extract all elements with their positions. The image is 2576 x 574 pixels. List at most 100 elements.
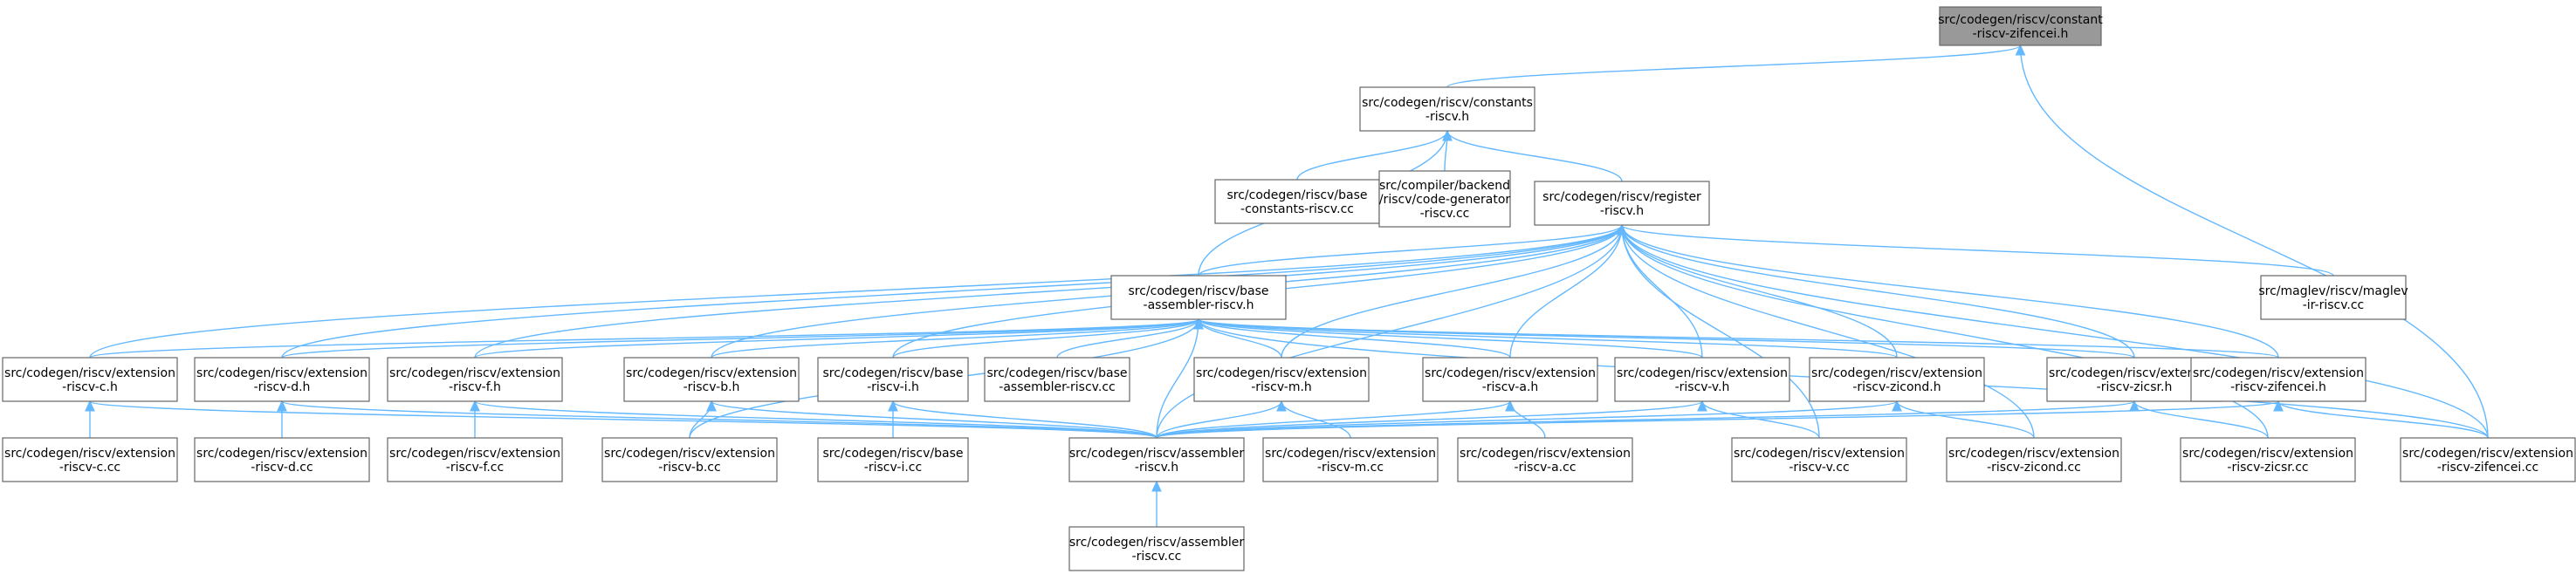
node-label-line: src/codegen/riscv/extension (2402, 447, 2573, 461)
node-box (1359, 86, 1535, 132)
graph-node-n1[interactable]: src/codegen/riscv/constants-riscv.h (1359, 86, 1535, 132)
edge-n24-to-n10 (706, 400, 1157, 439)
edge-n24-to-n8 (277, 400, 1157, 439)
node-box (1939, 6, 2102, 46)
node-box (387, 357, 563, 402)
edge-n16-to-n5 (1193, 318, 1898, 359)
node-box (1262, 437, 1439, 482)
graph-node-n24[interactable]: src/codegen/riscv/assembler-riscv.h (1068, 437, 1245, 482)
node-box (1534, 181, 1710, 226)
edge-n6-to-n4 (1617, 223, 2334, 277)
edge-n15-to-n5 (1193, 318, 1703, 359)
edge-n24-to-n13 (1156, 400, 1287, 439)
graph-node-n16[interactable]: src/codegen/riscv/extension-riscv-zicond… (1809, 357, 1985, 402)
node-label-line: src/codegen/riscv/base (1226, 188, 1367, 202)
node-label-line: -riscv-zicond.h (1852, 380, 1941, 394)
node-label-line: src/codegen/riscv/extension (1460, 447, 1631, 461)
node-box (601, 437, 778, 482)
graph-node-n5[interactable]: src/codegen/riscv/base-assembler-riscv.h (1110, 275, 1287, 320)
graph-node-n17[interactable]: src/codegen/riscv/extension-riscv-zicsr.… (2046, 357, 2222, 402)
graph-node-n0[interactable]: src/codegen/riscv/constant-riscv-zifence… (1938, 6, 2103, 46)
node-box (2190, 357, 2366, 402)
node-box (1614, 357, 1790, 402)
node-label-line: -riscv-f.h (449, 380, 501, 394)
graph-node-n27[interactable]: src/codegen/riscv/extension-riscv-v.cc (1731, 437, 1907, 482)
node-label-line: -riscv.cc (1420, 207, 1470, 221)
graph-node-n29[interactable]: src/codegen/riscv/extension-riscv-zicsr.… (2180, 437, 2356, 482)
node-box (817, 437, 969, 482)
edge-n7-to-n5 (89, 318, 1204, 359)
graph-node-n31[interactable]: src/codegen/riscv/assembler-riscv.cc (1068, 526, 1245, 571)
graph-node-n13[interactable]: src/codegen/riscv/extension-riscv-m.h (1193, 357, 1370, 402)
node-label-line: src/maglev/riscv/maglev (2258, 284, 2408, 298)
graph-node-n21[interactable]: src/codegen/riscv/extension-riscv-f.cc (387, 437, 563, 482)
graph-node-n7[interactable]: src/codegen/riscv/extension-riscv-c.h (2, 357, 178, 402)
graph-node-n23[interactable]: src/codegen/riscv/base-riscv-i.cc (817, 437, 969, 482)
node-label-line: -riscv-c.cc (59, 461, 120, 475)
edge-n29-to-n4 (1617, 223, 2269, 439)
edge-n31-to-n24 (1151, 480, 1162, 528)
graph-node-n11[interactable]: src/codegen/riscv/base-riscv-i.h (817, 357, 969, 402)
node-label-line: -riscv-zicsr.cc (2227, 461, 2308, 475)
graph-node-n30[interactable]: src/codegen/riscv/extension-riscv-zifenc… (2400, 437, 2576, 482)
node-label-line: src/codegen/riscv/extension (389, 366, 560, 380)
graph-node-n2[interactable]: src/codegen/riscv/base-constants-riscv.c… (1214, 179, 1380, 224)
node-label-line: src/codegen/riscv/assembler (1069, 536, 1244, 550)
edge-n30-to-n0 (2015, 44, 2489, 439)
node-label-line: -riscv.h (1600, 204, 1644, 218)
edge-n17-to-n5 (1193, 318, 2135, 359)
node-box (1457, 437, 1633, 482)
edge-n28-to-n16 (1892, 400, 2035, 439)
edge-n1-to-n0 (1446, 44, 2026, 88)
node-label-line: -riscv-zifencei.cc (2437, 461, 2538, 475)
edge-n24-to-n15 (1156, 400, 1707, 439)
graph-node-n4[interactable]: src/codegen/riscv/register-riscv.h (1534, 181, 1710, 226)
graph-node-n10[interactable]: src/codegen/riscv/extension-riscv-b.h (623, 357, 800, 402)
node-box (623, 357, 800, 402)
edge-n24-to-n16 (1156, 400, 1902, 439)
node-label-line: src/codegen/riscv/extension (1948, 447, 2119, 461)
node-label-line: src/codegen/riscv/extension (1811, 366, 1982, 380)
edges-layer (85, 44, 2489, 528)
edge-n29-to-n17 (2129, 400, 2269, 439)
graph-node-n19[interactable]: src/codegen/riscv/extension-riscv-c.cc (2, 437, 178, 482)
edge-n24-to-n18 (1156, 400, 2284, 439)
graph-node-n14[interactable]: src/codegen/riscv/extension-riscv-a.h (1422, 357, 1598, 402)
node-label-line: src/codegen/riscv/extension (1265, 447, 1436, 461)
graph-node-n12[interactable]: src/codegen/riscv/base-assembler-riscv.c… (984, 357, 1130, 402)
node-label-line: src/codegen/riscv/register (1542, 190, 1701, 204)
node-label-line: -riscv.h (1135, 461, 1178, 475)
node-label-line: src/codegen/riscv/constant (1938, 13, 2103, 27)
graph-node-n20[interactable]: src/codegen/riscv/extension-riscv-d.cc (194, 437, 370, 482)
graph-node-n9[interactable]: src/codegen/riscv/extension-riscv-f.h (387, 357, 563, 402)
node-label-line: src/codegen/riscv/extension (196, 447, 368, 461)
graph-node-n15[interactable]: src/codegen/riscv/extension-riscv-v.h (1614, 357, 1790, 402)
node-box (194, 437, 370, 482)
node-box (194, 357, 370, 402)
node-box (1068, 437, 1245, 482)
node-box (1422, 357, 1598, 402)
graph-node-n26[interactable]: src/codegen/riscv/extension-riscv-a.cc (1457, 437, 1633, 482)
node-label-line: -assembler-riscv.cc (999, 380, 1115, 394)
node-box (2180, 437, 2356, 482)
graph-node-n3[interactable]: src/compiler/backend/riscv/code-generato… (1378, 170, 1511, 228)
node-label-line: src/codegen/riscv/extension (1196, 366, 1367, 380)
node-label-line: src/codegen/riscv/extension (2049, 366, 2220, 380)
graph-node-n28[interactable]: src/codegen/riscv/extension-riscv-zicond… (1946, 437, 2122, 482)
edge-n24-to-n9 (470, 400, 1157, 439)
node-label-line: src/compiler/backend (1379, 179, 1510, 193)
node-box (817, 357, 969, 402)
node-label-line: -riscv-f.cc (446, 461, 504, 475)
graph-node-n22[interactable]: src/codegen/riscv/extension-riscv-b.cc (601, 437, 778, 482)
node-label-line: -riscv-i.cc (864, 461, 922, 475)
node-label-line: -ir-riscv.cc (2303, 298, 2365, 312)
edge-n24-to-n14 (1156, 400, 1515, 439)
graph-node-n18[interactable]: src/codegen/riscv/extension-riscv-zifenc… (2190, 357, 2366, 402)
node-label-line: src/codegen/riscv/extension (389, 447, 560, 461)
node-label-line: -assembler-riscv.h (1144, 298, 1254, 312)
graph-node-n6[interactable]: src/maglev/riscv/maglev-ir-riscv.cc (2258, 275, 2408, 320)
node-box (2, 437, 178, 482)
graph-node-n8[interactable]: src/codegen/riscv/extension-riscv-d.h (194, 357, 370, 402)
node-label-line: src/codegen/riscv/base (1128, 284, 1268, 298)
graph-node-n25[interactable]: src/codegen/riscv/extension-riscv-m.cc (1262, 437, 1439, 482)
